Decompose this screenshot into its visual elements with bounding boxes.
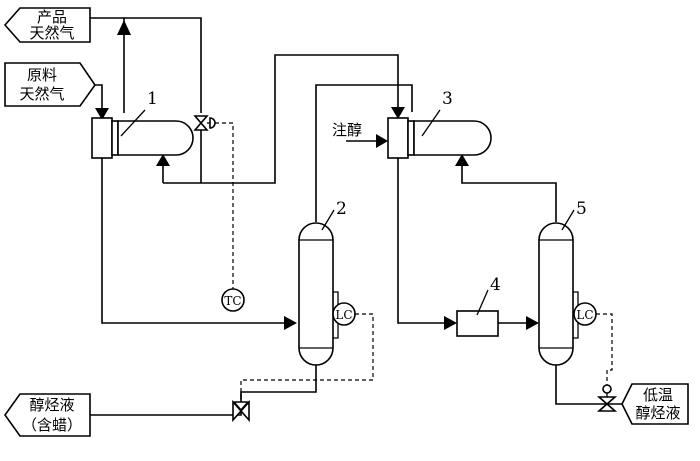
low-temp-line2: 醇烃液 (635, 404, 680, 422)
temperature-control-valve (193, 115, 216, 131)
equipment-label-4: 4 (490, 275, 501, 295)
equipment-label-2: 2 (336, 199, 347, 219)
lc-label-sep2: LC (335, 308, 352, 322)
separator-5: 5 (538, 199, 587, 366)
sep2-inlet-arrow (284, 316, 297, 330)
hx1-to-sep2-line (101, 158, 285, 324)
label-leader-3 (421, 109, 441, 137)
label-leader-4 (476, 289, 489, 316)
hx3-tube-outlet-line (163, 54, 399, 184)
temperature-controller-tc: TC (221, 288, 245, 312)
product-gas-line1: 产品 (37, 8, 67, 26)
chiller4-inlet-arrow (444, 316, 457, 330)
methanol-injection-arrow (376, 134, 388, 148)
heat-exchanger-3: 3 (387, 89, 492, 159)
level-controller-sep5: LC (573, 302, 597, 326)
hx3-inlet-arrow (391, 107, 405, 119)
hx3-to-chiller4-line (397, 158, 445, 324)
methanol-injection-label: 注醇 (332, 121, 362, 139)
lc5-signal-line (596, 313, 613, 385)
hx1-shell-inlet-arrow (156, 154, 170, 166)
feed-gas-tag: 原料 天然气 (4, 62, 96, 107)
label-leader-5 (561, 209, 575, 231)
methanol-hydrocarbon-wax-tag: 醇烃液 （含蜡） (4, 393, 91, 437)
level-controller-sep2: LC (332, 302, 356, 326)
product-gas-line2: 天然气 (29, 24, 74, 42)
feed-gas-line2: 天然气 (19, 85, 64, 103)
feed-gas-line (95, 84, 103, 112)
label-leader-2 (321, 209, 335, 231)
sep5-inlet-arrow (526, 316, 539, 330)
chiller-4: 4 (456, 275, 501, 337)
lc2-signal-line (240, 313, 374, 402)
equipment-label-3: 3 (442, 89, 453, 109)
methanol-hc-line1: 醇烃液 (29, 396, 74, 414)
sep2-liquid-outlet-line (90, 363, 317, 416)
separator-2: 2 (298, 199, 347, 366)
sep2-level-valve (232, 399, 250, 423)
lc-label-sep5: LC (576, 308, 593, 322)
tc-label: TC (224, 294, 241, 308)
sep2-gas-to-hx3-line (315, 84, 413, 222)
tc-signal-line (215, 122, 234, 289)
low-temp-methanol-hc-tag: 低温 醇烃液 (621, 383, 689, 425)
label-leader-1 (120, 109, 146, 137)
low-temp-line1: 低温 (643, 386, 673, 404)
heat-exchanger-1: 1 (91, 89, 194, 159)
product-gas-arrow (117, 20, 131, 35)
sep5-gas-to-hx3-line (461, 165, 557, 222)
hx3-shell-inlet-arrow (455, 154, 469, 166)
feed-gas-line1: 原料 (27, 66, 57, 84)
product-bypass-line (124, 17, 202, 113)
product-gas-tag: 产品 天然气 (3, 7, 91, 43)
methanol-hc-line2: （含蜡） (22, 416, 82, 434)
equipment-label-1: 1 (147, 89, 158, 109)
feed-gas-arrow (95, 108, 109, 120)
sep5-liquid-outlet-line (555, 363, 622, 405)
equipment-label-5: 5 (576, 199, 587, 219)
sep5-level-valve (596, 384, 618, 412)
